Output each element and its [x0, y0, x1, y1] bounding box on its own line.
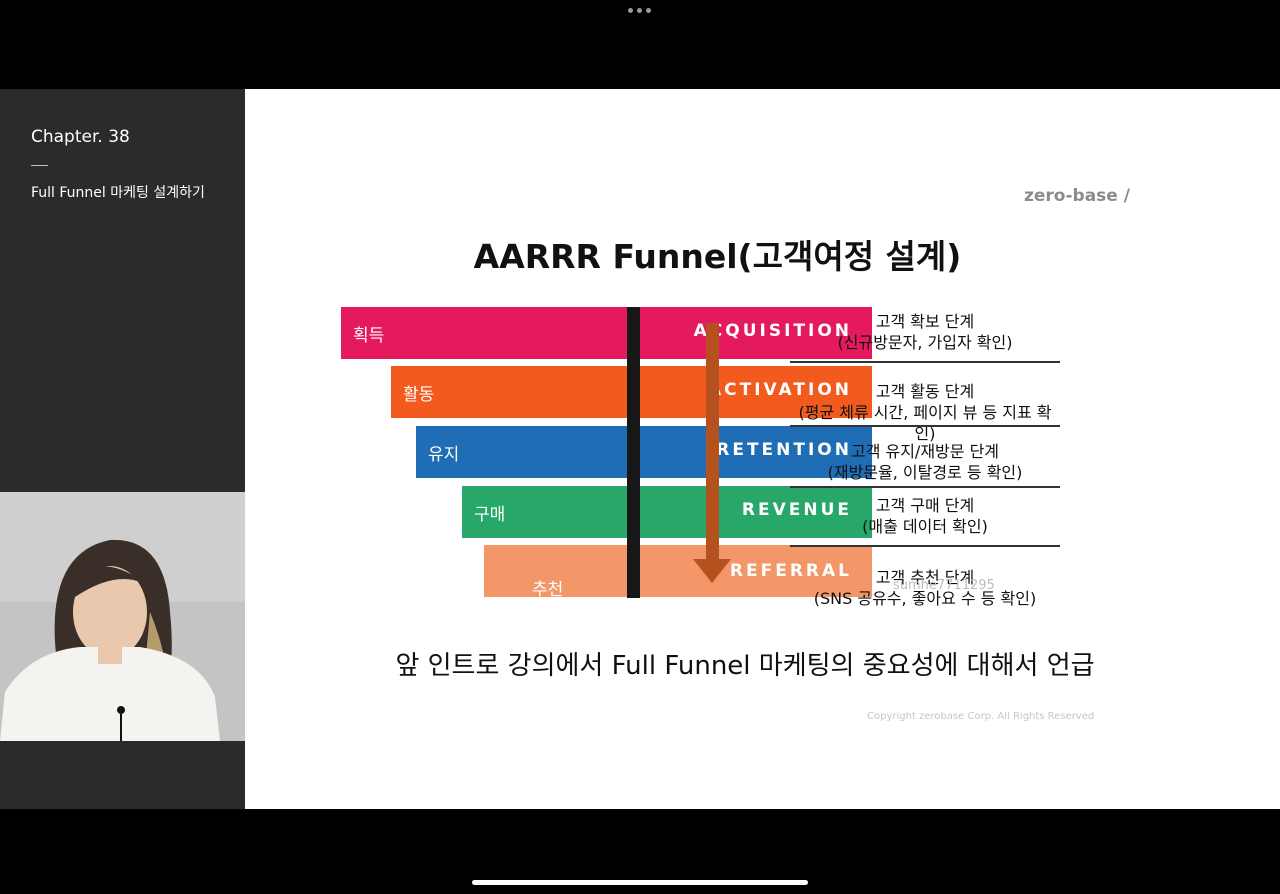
funnel-edge [627, 307, 640, 598]
funnel-label-kr: 활동 [403, 385, 435, 405]
stage-detail: (평균 체류 시간, 페이지 뷰 등 지표 확인) [798, 403, 1052, 443]
divider [31, 165, 48, 166]
stage-detail: (재방문율, 이탈경로 등 확인) [827, 463, 1023, 482]
funnel-bar-referral: REFERRAL 추천 [484, 545, 872, 600]
stage-detail: (신규방문자, 가입자 확인) [837, 333, 1013, 352]
funnel-label-en: REFERRAL [729, 561, 852, 581]
presenter-image [0, 492, 245, 741]
stage-revenue: 고객 구매 단계 (매출 데이터 확인) [790, 495, 1060, 537]
slide: zero-base / AARRR Funnel(고객여정 설계) 획득 ACQ… [245, 89, 1280, 809]
funnel-bar-revenue: 구매 REVENUE [462, 486, 872, 538]
stage-retention: 고객 유지/재방문 단계 (재방문율, 이탈경로 등 확인) [790, 441, 1060, 483]
stage-detail: (SNS 공유수, 좋아요 수 등 확인) [813, 589, 1037, 608]
funnel-label-kr: 유지 [428, 445, 460, 465]
funnel-label-kr: 추천 [532, 580, 564, 600]
subtitle-caption: 앞 인트로 강의에서 Full Funnel 마케팅의 중요성에 대해서 언급 [395, 651, 1095, 681]
funnel-label-kr: 획득 [353, 326, 385, 346]
copyright-text: Copyright zerobase Corp. All Rights Rese… [867, 711, 1095, 722]
stage-activation: 고객 활동 단계 (평균 체류 시간, 페이지 뷰 등 지표 확인) [790, 381, 1060, 444]
stage-detail: (매출 데이터 확인) [862, 517, 988, 536]
funnel-label-en: REVENUE [741, 500, 852, 520]
funnel-label-en: RETENTION [716, 440, 852, 460]
funnel-bar-retention: 유지 RETENTION [416, 426, 872, 478]
stage-referral: 고객 추천 단계 (SNS 공유수, 좋아요 수 등 확인) [790, 567, 1060, 609]
funnel-bar-acquisition: 획득 ACQUISITION [341, 307, 872, 359]
slide-title: AARRR Funnel(고객여정 설계) [473, 237, 962, 276]
stage-title: 고객 확보 단계 [875, 312, 975, 331]
stage-acquisition: 고객 확보 단계 (신규방문자, 가입자 확인) [790, 311, 1060, 353]
funnel-label-en: ACQUISITION [693, 321, 852, 341]
stage-divider [790, 486, 1060, 488]
watermark: sumhe7711295 [893, 578, 995, 593]
stage-divider [790, 545, 1060, 547]
down-arrow-icon [706, 323, 719, 561]
presenter-webcam [0, 492, 245, 741]
stage-title: 고객 활동 단계 [875, 382, 975, 401]
home-indicator[interactable] [472, 880, 808, 885]
funnel-label-kr: 구매 [474, 505, 506, 525]
stage-title: 고객 구매 단계 [875, 496, 975, 515]
brand-logo: zero-base / [1024, 186, 1130, 206]
funnel-label-en: ACTIVATION [708, 380, 852, 400]
stage-title: 고객 추천 단계 [875, 568, 975, 587]
stage-divider [790, 425, 1060, 427]
down-arrow-head [693, 559, 731, 583]
lesson-title: Full Funnel 마케팅 설계하기 [31, 185, 205, 201]
more-options-icon[interactable] [628, 8, 651, 13]
lecture-sidebar: Chapter. 38 Full Funnel 마케팅 설계하기 [0, 89, 245, 809]
stage-title: 고객 유지/재방문 단계 [850, 442, 1000, 461]
stage-divider [790, 361, 1060, 363]
chapter-label: Chapter. 38 [31, 127, 130, 147]
